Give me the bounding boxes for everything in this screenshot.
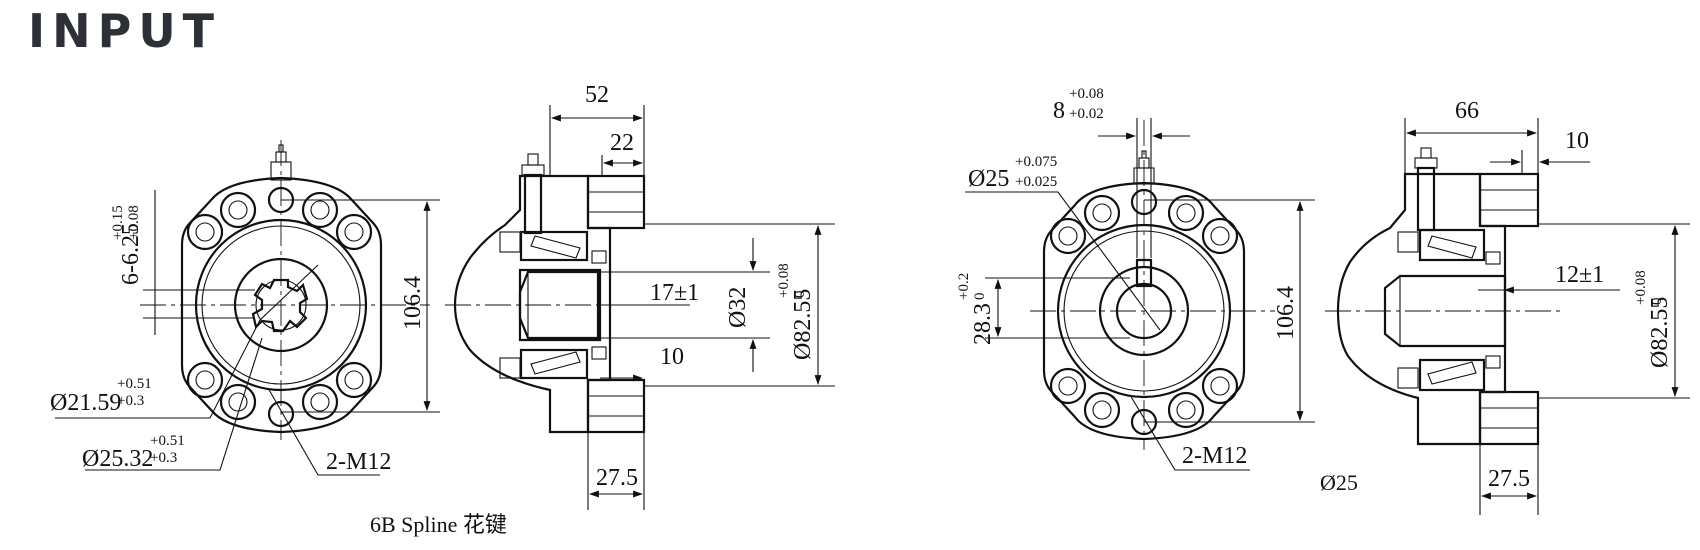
left-side-grease-fitting: [521, 153, 545, 235]
left-front-bolt-holes: [186, 186, 373, 428]
page-title: INPUT: [28, 4, 222, 58]
right-side-flange-lower: [1478, 390, 1540, 446]
left-side-bearing-upper: [499, 230, 589, 262]
right-key-tol-lower: +0.02: [1069, 106, 1104, 122]
right-flange-width: 10: [1565, 128, 1589, 154]
left-major-tol-upper: +0.51: [150, 433, 185, 449]
right-bore-tol-lower: +0.025: [1015, 174, 1057, 190]
left-shaft-length: 17±1: [650, 280, 699, 306]
left-caption: 6B Spline 花键: [370, 512, 507, 537]
right-keyheight-dim: 28.3: [970, 303, 996, 345]
right-bore-dim: Ø25: [968, 166, 1009, 192]
right-keyheight-tol-lower: 0: [972, 293, 988, 301]
right-flange-thickness: 27.5: [1488, 466, 1530, 492]
right-side-housing: [1336, 172, 1507, 446]
left-minor-tol-lower: +0.3: [117, 393, 144, 409]
left-spline-tol-upper: +0.15: [110, 205, 126, 240]
right-key-tol-upper: +0.08: [1069, 86, 1104, 102]
left-spline-dim: 6-6.25: [118, 223, 144, 285]
left-side-bearing-lower: [499, 348, 589, 380]
left-side-housing: [453, 174, 612, 434]
left-pilot-dim: Ø82.55: [790, 289, 816, 360]
right-front-bolt-holes: [1049, 188, 1239, 436]
left-flange-thickness: 27.5: [596, 465, 638, 491]
right-side-grease-fitting: [1414, 147, 1438, 232]
left-pilot-tol-lower: 0: [792, 291, 808, 299]
left-side-view: 52 22 Ø82.55 +0.08 0 Ø32 17±1 10: [370, 82, 835, 537]
left-height-dim: 106.4: [400, 276, 426, 330]
right-height-dim: 106.4: [1273, 286, 1299, 340]
left-pilot-tol-upper: +0.08: [776, 263, 792, 298]
right-keyheight-tol-upper: +0.2: [956, 273, 972, 300]
right-side-flange-upper: [1478, 172, 1540, 228]
right-shaft-length: 12±1: [1555, 262, 1604, 288]
left-front-flange-outline: [180, 176, 383, 434]
left-minor-dim: Ø21.59: [50, 390, 121, 416]
right-overall-width: 66: [1455, 98, 1479, 124]
right-key-width: 8: [1053, 98, 1065, 124]
left-major-dim: Ø25.32: [82, 446, 153, 472]
left-step-dim: 10: [660, 344, 684, 370]
left-spline-tol-lower: +0.08: [126, 205, 142, 240]
right-pilot-tol-lower: 0: [1649, 298, 1665, 306]
left-major-tol-lower: +0.3: [150, 450, 177, 466]
right-pilot-tol-upper: +0.08: [1633, 270, 1649, 305]
left-thread-label: 2-M12: [326, 449, 391, 475]
right-bore-tol-upper: +0.075: [1015, 154, 1057, 170]
right-caption: Ø25: [1320, 470, 1358, 495]
left-overall-width: 52: [585, 82, 609, 108]
left-flange-width: 22: [610, 130, 634, 156]
left-minor-tol-upper: +0.51: [117, 376, 152, 392]
right-side-view: 66 10 12±1 Ø82.55 +0.08 0 27.5: [1325, 98, 1690, 515]
right-side-bearing-upper: [1397, 228, 1486, 262]
left-side-flange-lower: [586, 378, 646, 434]
left-side-flange-upper: [586, 174, 646, 230]
right-thread-label: 2-M12: [1182, 443, 1247, 469]
right-front-flange-outline: [1042, 181, 1246, 441]
left-front-spline: [251, 278, 309, 333]
right-pilot-dim: Ø82.55: [1647, 297, 1673, 368]
left-front-view: +0.15 +0.08 6-6.25 106.4 Ø21.59 +0.51 +0…: [50, 140, 440, 476]
left-shaft-diameter: Ø32: [725, 287, 751, 328]
right-front-view: 8 +0.08 +0.02 Ø25 +0.075 +0.025 28.3 +0.…: [956, 86, 1358, 495]
right-side-bearing-lower: [1397, 358, 1486, 392]
